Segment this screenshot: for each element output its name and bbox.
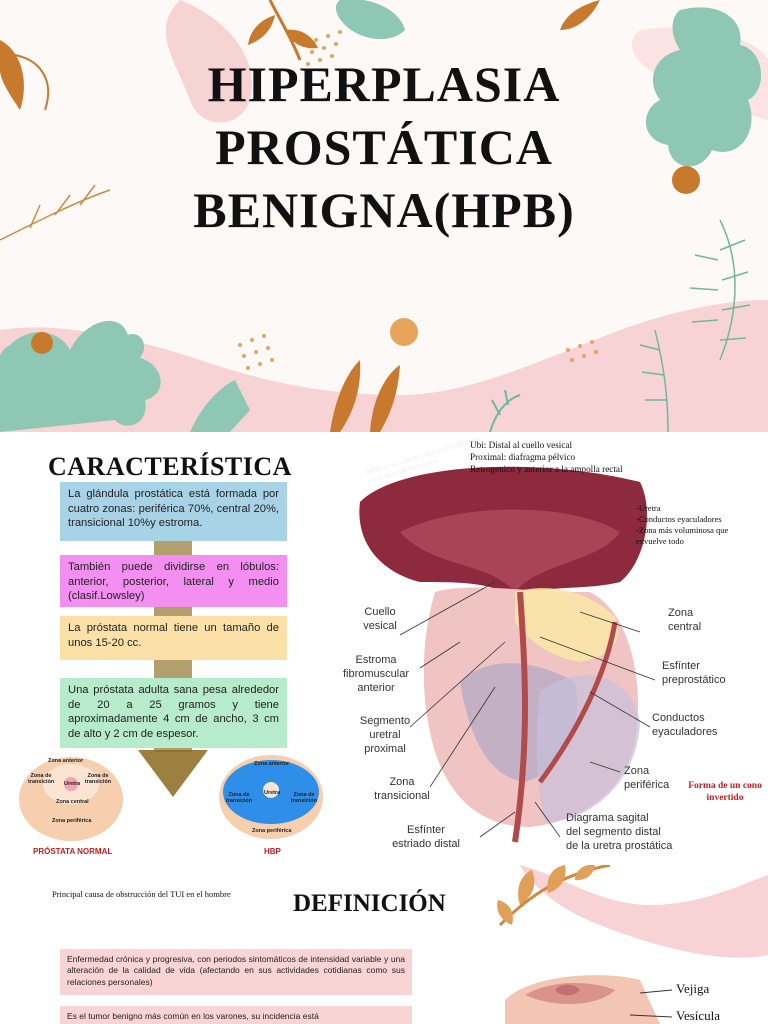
label-esfinter-estriado: Esfínter estriado distal	[380, 824, 472, 852]
label-vejiga: Vejiga	[676, 981, 710, 996]
hbp-uretra: Uretra	[264, 790, 281, 796]
label-text: vesical	[363, 619, 397, 632]
label-text: Cuello	[364, 606, 396, 618]
ubi-note-line-3: Retrogenico y anterior a la ampolla rect…	[470, 464, 623, 474]
cono-invertido-note: Forma de un cono invertido	[688, 781, 762, 804]
label-text: anterior	[357, 681, 395, 694]
mini-zona-central: Zona central	[56, 799, 89, 805]
label-zona-central: Zona central	[668, 607, 701, 635]
label-text: del segmento distal	[566, 825, 661, 838]
definition-box-2: Es el tumor benigno más común en los var…	[60, 1006, 412, 1024]
info-box-tamano: La próstata normal tiene un tamaño de un…	[60, 616, 287, 660]
normal-prostate-diagram	[19, 757, 123, 841]
caption-hbp: HBP	[264, 847, 281, 856]
ubi-note-line-1: Ubi: Distal al cuello vesical	[470, 440, 573, 450]
title-line-2: PROSTÁTICA	[215, 119, 553, 175]
label-text: Esfínter	[662, 660, 700, 672]
mini-zona-trans-right: Zona de transición	[84, 773, 112, 785]
mini-zona-anterior: Zona anterior	[48, 758, 84, 764]
right-note-2: -Conductos eyaculadores	[636, 514, 722, 524]
label-zona-periferica: Zona periférica	[624, 765, 669, 793]
label-text: periférica	[624, 778, 670, 791]
label-text: eyaculadores	[652, 725, 718, 738]
label-conductos: Conductos eyaculadores	[652, 712, 717, 740]
mini-zona-trans-left: Zona de transición	[28, 773, 55, 785]
label-text: fibromuscular	[342, 667, 410, 680]
obstruccion-note: Principal causa de obstrucción del TUI e…	[52, 889, 231, 899]
label-vesicula: Vesícula	[676, 1008, 721, 1023]
hbp-zona-periferica: Zona periférica	[252, 828, 292, 834]
label-text: Esfínter	[407, 824, 445, 836]
definicion-slide: Principal causa de obstrucción del TUI e…	[0, 865, 768, 1024]
label-text: Zona	[668, 607, 694, 619]
mini-uretra: Uretra	[64, 781, 81, 787]
mini-zona-periferica: Zona periférica	[52, 818, 92, 824]
caracteristica-slide: CARACTERÍSTICA La glándula prostática es…	[0, 432, 768, 865]
decorative-background	[0, 0, 768, 432]
right-note-3: -Zona más voluminosa que envuelve todo	[636, 525, 729, 546]
label-text: central	[668, 620, 702, 633]
label-zona-transicional: Zona transicional	[364, 776, 440, 804]
info-box-peso: Una próstata adulta sana pesa alrededor …	[60, 678, 287, 748]
hbp-zona-trans-left: Zona de transición	[225, 792, 253, 804]
label-text: Estroma	[355, 654, 397, 666]
label-text: Conductos	[652, 712, 705, 724]
label-text: de la uretra prostática	[566, 839, 673, 852]
title-line-1: HIPERPLASIA	[207, 56, 561, 112]
label-text: Diagrama sagital	[566, 812, 649, 824]
label-text: Segmento	[359, 715, 411, 727]
info-box-zonas: La glándula prostática está formada por …	[60, 482, 287, 541]
label-text: proximal	[364, 742, 406, 755]
hbp-prostate-diagram	[219, 755, 323, 839]
hbp-zona-trans-right: Zona de transición	[290, 792, 318, 804]
right-note-1: -Uretra	[636, 503, 661, 513]
caption-prostata-normal: PRÓSTATA NORMAL	[33, 847, 113, 856]
label-segmento: Segmento uretral proximal	[350, 715, 420, 756]
label-text: estriado distal	[392, 837, 460, 850]
definition-box-1: Enfermedad crónica y progresiva, con per…	[60, 949, 412, 995]
prostate-sagittal-diagram	[359, 466, 656, 843]
title-slide: HIPERPLASIA PROSTÁTICA BENIGNA(HPB)	[0, 0, 768, 432]
label-diagrama-sagital: Diagrama sagital del segmento distal de …	[566, 812, 672, 853]
label-text: preprostático	[662, 673, 726, 686]
slide-heading-definicion: DEFINICIÓN	[293, 890, 446, 917]
label-text: uretral	[369, 728, 401, 741]
ubi-note-line-2: Proximal: diafragma pélvico	[470, 452, 576, 462]
decorative-background-2	[497, 865, 768, 1024]
hbp-zona-anterior: Zona anterior	[254, 761, 290, 767]
title-line-3: BENIGNA(HPB)	[193, 182, 575, 238]
label-text: transicional	[374, 789, 430, 802]
label-text: Zona	[624, 765, 650, 777]
slide-heading: CARACTERÍSTICA	[48, 452, 292, 481]
label-cuello-vesical: Cuello vesical	[350, 606, 410, 634]
label-estroma: Estroma fibromuscular anterior	[334, 654, 418, 695]
info-box-lobulos: También puede dividirse en lóbulos: ante…	[60, 555, 287, 607]
label-text: Zona	[389, 776, 415, 788]
label-esfinter-preprostatico: Esfínter preprostático	[662, 660, 726, 688]
